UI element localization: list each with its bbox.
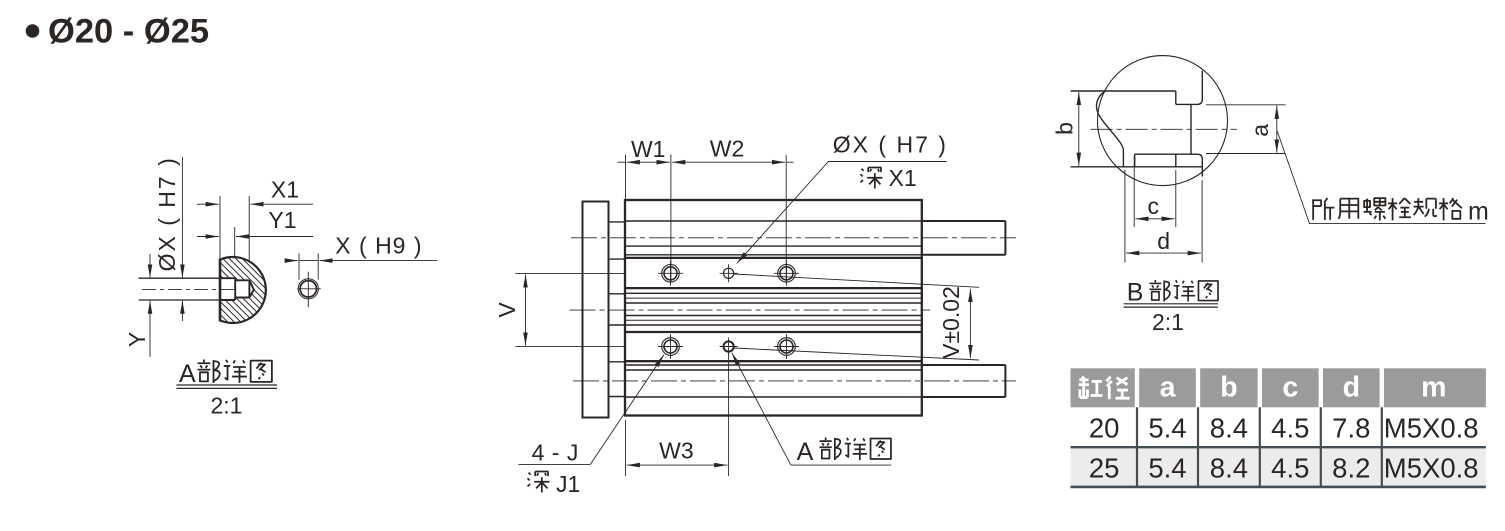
svg-text:d: d xyxy=(1157,228,1170,254)
svg-text:W3: W3 xyxy=(659,438,694,464)
svg-text:V: V xyxy=(494,302,520,318)
svg-text:ØX ( H7 ): ØX ( H7 ) xyxy=(833,132,948,158)
svg-text:25: 25 xyxy=(1089,452,1120,483)
svg-text:5.4: 5.4 xyxy=(1148,413,1186,444)
svg-text:M5X0.8: M5X0.8 xyxy=(1384,413,1479,444)
svg-text:Ø20 - Ø25: Ø20 - Ø25 xyxy=(48,12,209,50)
svg-text:d: d xyxy=(1343,372,1360,404)
svg-text:X ( H9 ): X ( H9 ) xyxy=(335,232,422,258)
svg-text:20: 20 xyxy=(1089,413,1120,444)
svg-text:c: c xyxy=(1282,372,1298,404)
svg-text:M5X0.8: M5X0.8 xyxy=(1384,452,1479,483)
svg-text:Y1: Y1 xyxy=(268,207,296,233)
svg-text:4 - J: 4 - J xyxy=(532,440,579,466)
svg-text:B: B xyxy=(1127,279,1144,307)
svg-text:ØX ( H7 ): ØX ( H7 ) xyxy=(154,156,180,271)
svg-text:A: A xyxy=(179,360,196,388)
svg-text:b: b xyxy=(1220,372,1237,404)
svg-text:2:1: 2:1 xyxy=(211,393,243,419)
svg-text:W2: W2 xyxy=(710,136,745,162)
svg-text:X1: X1 xyxy=(271,177,299,203)
svg-text:4.5: 4.5 xyxy=(1271,452,1309,483)
svg-text:8.4: 8.4 xyxy=(1210,413,1248,444)
svg-text:W1: W1 xyxy=(631,136,666,162)
svg-text:b: b xyxy=(1052,122,1078,135)
svg-text:m: m xyxy=(1421,372,1446,404)
svg-text:a: a xyxy=(1160,372,1177,404)
svg-text:2:1: 2:1 xyxy=(1152,309,1184,335)
svg-text:8.2: 8.2 xyxy=(1332,452,1370,483)
svg-text:Y: Y xyxy=(124,332,150,347)
svg-text:V±0.02: V±0.02 xyxy=(938,286,964,359)
svg-text:A: A xyxy=(797,438,814,466)
svg-text:4.5: 4.5 xyxy=(1271,413,1309,444)
svg-text:X1: X1 xyxy=(889,165,917,191)
svg-text:c: c xyxy=(1147,193,1159,219)
svg-text:7.8: 7.8 xyxy=(1332,413,1370,444)
svg-text:8.4: 8.4 xyxy=(1210,452,1248,483)
svg-text:m: m xyxy=(1468,198,1489,226)
svg-text:5.4: 5.4 xyxy=(1148,452,1186,483)
svg-text:J1: J1 xyxy=(556,471,580,497)
svg-text:a: a xyxy=(1247,124,1273,137)
